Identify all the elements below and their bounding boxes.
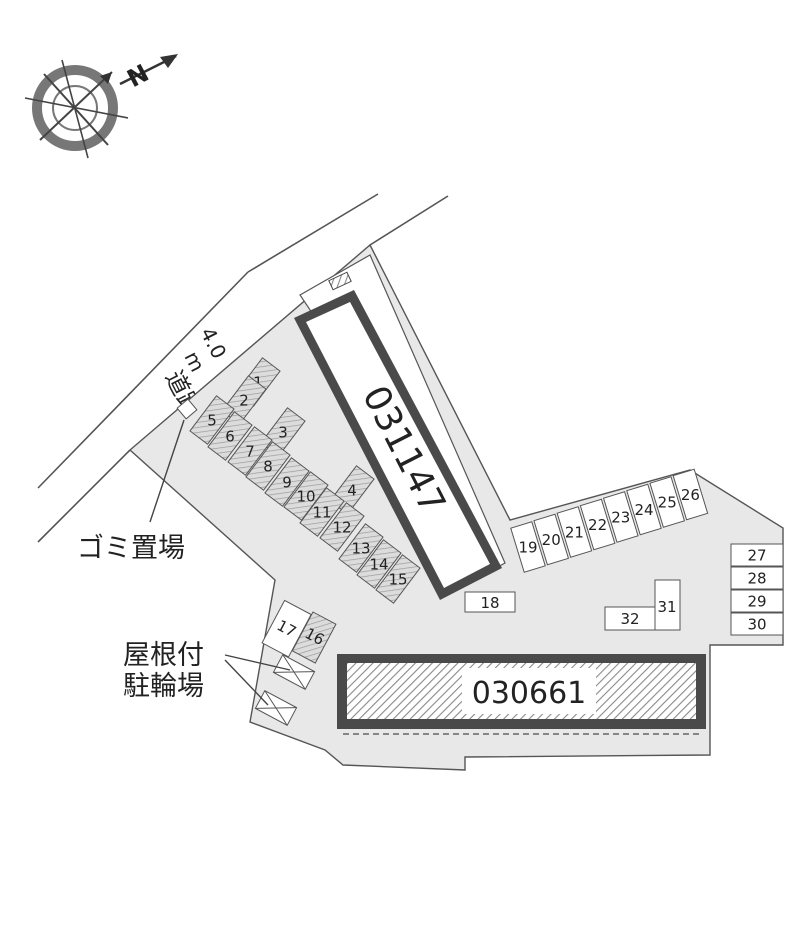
parking-space-14: 14	[356, 539, 402, 589]
parking-space-16: 16	[291, 611, 337, 664]
garbage-label: ゴミ置場	[77, 533, 185, 564]
parking-column-right: 27 28 29 30	[730, 543, 784, 636]
parking-space-23: 23	[602, 491, 639, 543]
parking-space-25-label: 25	[658, 493, 677, 511]
parking-space-5-label: 5	[207, 411, 217, 429]
parking-space-32-label: 32	[620, 610, 639, 628]
parking-space-3-label: 3	[278, 423, 288, 441]
parking-space-10-label: 10	[296, 487, 315, 505]
parking-space-20-label: 20	[542, 531, 561, 549]
parking-space-29-label: 29	[747, 592, 766, 610]
parking-space-27-label: 27	[747, 546, 766, 564]
bike-leader-2	[224, 659, 269, 706]
parking-space-31-label: 31	[657, 598, 676, 616]
parking-space-31: 31	[654, 579, 681, 631]
bicycle-shelter-1	[272, 654, 316, 690]
parking-space-28-label: 28	[747, 569, 766, 587]
parking-space-12: 12	[319, 502, 365, 552]
parking-space-13: 13	[338, 523, 384, 573]
parking-space-15-label: 15	[388, 570, 407, 588]
parking-space-26: 26	[672, 468, 709, 521]
stair-hatch	[328, 271, 352, 291]
parking-space-9: 9	[264, 457, 310, 507]
parking-space-22-label: 22	[588, 516, 607, 534]
parking-space-1-label: 1	[253, 373, 263, 391]
parking-space-9-label: 9	[282, 473, 292, 491]
parking-space-15: 15	[375, 554, 421, 604]
parking-space-23-label: 23	[611, 508, 630, 526]
parking-space-28: 28	[730, 566, 784, 590]
garbage-leader	[149, 419, 185, 523]
parking-space-7: 7	[227, 426, 273, 476]
parking-space-27: 27	[730, 543, 784, 567]
parking-space-6: 6	[207, 411, 253, 461]
parking-space-17: 17	[261, 599, 312, 658]
parking-space-2-label: 2	[239, 391, 249, 409]
parking-space-21-label: 21	[565, 523, 584, 541]
parking-space-7-label: 7	[245, 442, 255, 460]
building-031147	[294, 290, 502, 600]
parking-space-8: 8	[245, 441, 291, 491]
parking-space-21: 21	[556, 506, 593, 558]
parking-space-30: 30	[730, 612, 784, 636]
parking-space-11-label: 11	[312, 503, 331, 521]
compass-rose-icon	[24, 54, 178, 159]
parking-space-12-label: 12	[332, 518, 351, 536]
parking-space-5: 5	[189, 395, 235, 445]
parking-space-22: 22	[579, 498, 616, 551]
parking-space-19: 19	[510, 521, 546, 573]
parking-space-26-label: 26	[681, 486, 700, 504]
parking-space-6-label: 6	[225, 427, 235, 445]
parking-space-18-label: 18	[480, 594, 499, 612]
parking-space-8-label: 8	[263, 457, 273, 475]
bike-label-line2: 駐輪場	[123, 671, 204, 702]
parking-space-29: 29	[730, 589, 784, 613]
parking-space-24: 24	[626, 483, 662, 536]
parking-space-13-label: 13	[351, 539, 370, 557]
parking-space-24-label: 24	[634, 501, 653, 519]
parking-space-20: 20	[533, 513, 570, 566]
road	[37, 193, 449, 543]
parking-space-32: 32	[604, 606, 656, 631]
parking-space-4-label: 4	[347, 481, 357, 499]
building-030661-label: 030661	[472, 676, 587, 711]
parking-space-18: 18	[464, 591, 516, 613]
bike-leader-1	[224, 654, 291, 671]
compass-north-label: N	[123, 59, 154, 93]
parking-space-14-label: 14	[369, 555, 388, 573]
bicycle-shelter-2	[254, 690, 298, 726]
parking-space-25: 25	[649, 476, 686, 528]
bike-label-line1: 屋根付	[123, 640, 204, 671]
parking-space-19-label: 19	[518, 538, 537, 556]
building-030661	[337, 654, 706, 735]
parking-space-30-label: 30	[747, 615, 766, 633]
parking-space-11: 11	[299, 487, 345, 537]
garbage-box	[176, 398, 198, 420]
